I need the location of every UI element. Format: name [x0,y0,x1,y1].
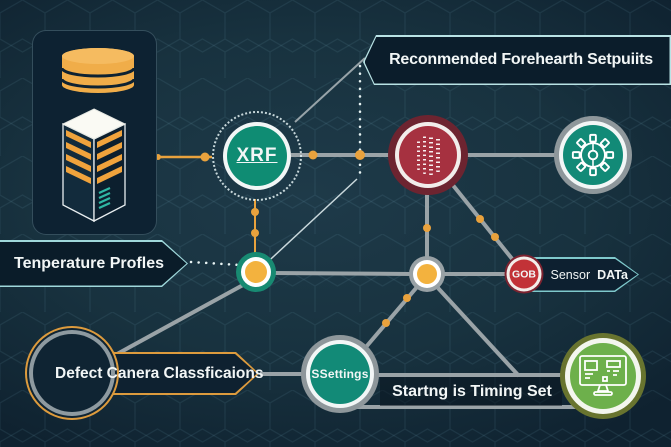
edge-centernode-rail [436,286,521,378]
monitor-circle [570,343,636,409]
timing-label: Startng is Timing Set [392,382,552,400]
settings-circle: SSettings [310,344,370,404]
gear-circle [563,125,623,185]
defect-circle [33,334,111,412]
server-tower-icon [61,108,127,223]
server-data-panel [32,30,157,235]
left-junction-node [245,261,267,283]
edge-diagonal-to-leftnode [258,178,358,271]
illegible-glyph-columns-icon [416,135,440,175]
gob-sensor-banner: Sensor DATa [524,257,639,292]
temperature-banner: Tenperature Profles [0,240,188,287]
temperature-banner-label: Tenperature Profles [14,254,164,272]
gob-badge: GOB [509,259,539,289]
settings-label: SSettings [311,367,369,381]
xrf-circle: XRF [227,126,287,186]
edge-dotted-temperature [189,260,242,267]
defect-banner [96,352,259,395]
setpoints-banner: Reconmended Forehearth Setpuiits [363,35,671,85]
monitor-dashboard-icon [579,355,627,396]
timing-label-band [380,377,562,406]
xrf-label: XRF [236,145,278,166]
edge-banner-xrf-diagonal [294,57,366,123]
gob-badge-label: GOB [512,268,536,280]
process-data-circle [399,126,457,184]
setpoints-banner-label: Reconmended Forehearth Setpuiits [389,51,653,68]
gob-data-label: DATa [597,267,628,282]
edge-leftnode-centernode [271,271,413,276]
center-junction-node [417,264,437,284]
waypoint-dots [155,150,499,327]
gear-icon [571,133,615,177]
defect-banner-label: Defect Canera Classficaions [55,364,264,382]
edge-leftnode-defectcircle [107,283,244,361]
database-cylinder-icon [60,48,136,93]
xrf-dotted-ring [212,111,302,201]
gob-sensor-label: Sensor [550,267,591,282]
